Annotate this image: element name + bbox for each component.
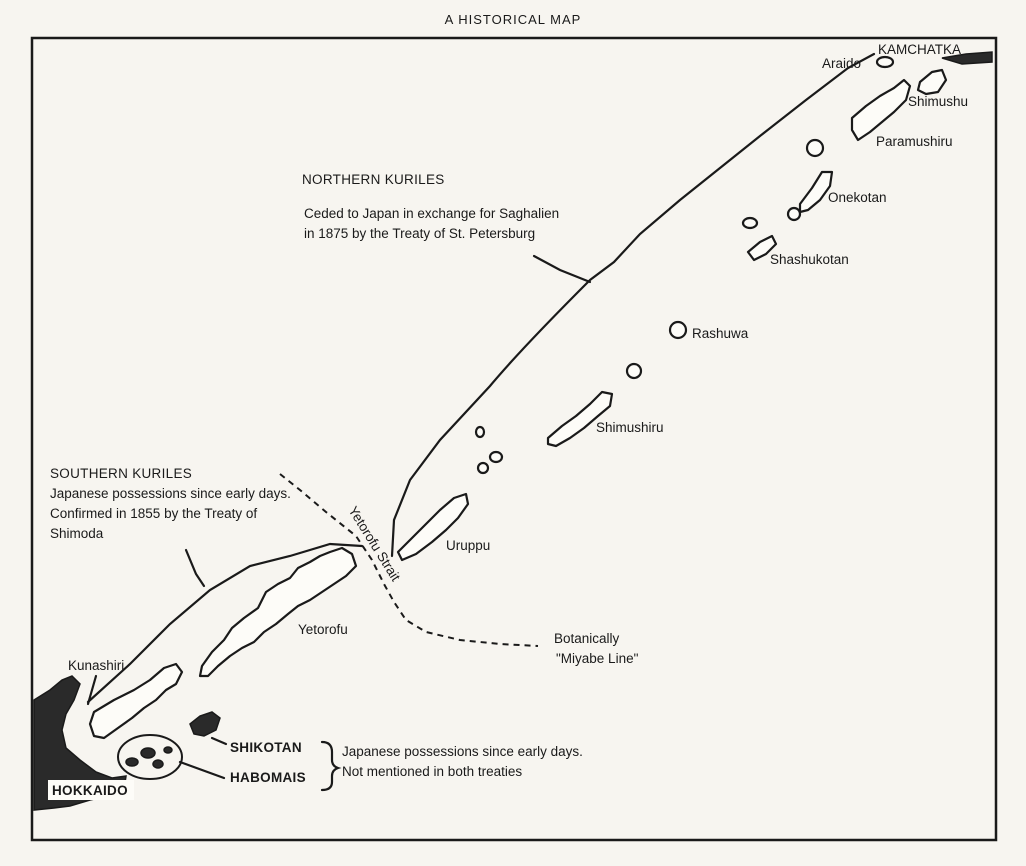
treaty-brace	[320, 740, 342, 792]
shikotan-habomais-note-line1: Japanese possessions since early days.	[342, 744, 583, 759]
kunashiri-pointer	[86, 674, 98, 706]
rashuwa-island	[668, 320, 688, 340]
label-yetorofu: Yetorofu	[298, 622, 348, 637]
shikotan-island	[189, 711, 221, 737]
habomais-islet-3	[152, 759, 164, 769]
southern-note-line1: Japanese possessions since early days.	[50, 486, 291, 501]
label-shimushiru: Shimushiru	[596, 420, 664, 435]
map-title: A HISTORICAL MAP	[444, 12, 582, 27]
islet-1	[474, 425, 486, 439]
islet-4	[625, 362, 643, 380]
map-frame	[30, 36, 998, 842]
hokkaido-landmass	[33, 675, 127, 811]
southern-note-line3: Shimoda	[50, 526, 104, 541]
habomais-islet-4	[163, 746, 173, 754]
southern-boundary-line	[86, 542, 364, 704]
yetorofu-island	[198, 546, 358, 678]
label-miyabe-line2: "Miyabe Line"	[556, 651, 639, 666]
paramushiru-island	[850, 78, 912, 142]
habomais-circle	[117, 734, 183, 780]
northern-bracket-tick	[532, 254, 592, 284]
label-shashukotan: Shashukotan	[770, 252, 849, 267]
islet-2	[488, 450, 504, 464]
islet-6	[786, 206, 802, 222]
southern-note-line2: Confirmed in 1855 by the Treaty of	[50, 506, 257, 521]
label-shimushu: Shimushu	[908, 94, 968, 109]
northern-boundary-line	[390, 52, 876, 558]
islet-3	[476, 461, 490, 475]
hokkaido-label-bg	[48, 780, 134, 800]
habomais-pointer	[178, 760, 226, 780]
label-uruppu: Uruppu	[446, 538, 490, 553]
araido-island	[875, 55, 895, 69]
label-miyabe-line1: Botanically	[554, 631, 620, 646]
label-kamchatka: KAMCHATKA	[878, 42, 961, 57]
southern-bracket-tick	[184, 548, 206, 588]
uruppu-island	[396, 492, 470, 562]
label-paramushiru: Paramushiru	[876, 134, 953, 149]
shashukotan-island	[746, 234, 778, 262]
habomais-islet-2	[140, 747, 156, 759]
label-habomais: HABOMAIS	[230, 770, 306, 785]
habomais-islet-1	[125, 757, 139, 767]
label-rashuwa: Rashuwa	[692, 326, 749, 341]
shikotan-pointer	[210, 736, 228, 746]
shikotan-habomais-note-line2: Not mentioned in both treaties	[342, 764, 522, 779]
label-hokkaido: HOKKAIDO	[52, 783, 128, 798]
northern-kuriles-heading: NORTHERN KURILES	[302, 172, 445, 187]
label-araido: Araido	[822, 56, 861, 71]
northern-note-line1: Ceded to Japan in exchange for Saghalien	[304, 206, 559, 221]
islet-7	[805, 138, 825, 158]
kunashiri-island	[88, 662, 184, 740]
kamchatka-landmass	[941, 51, 993, 65]
southern-kuriles-heading: SOUTHERN KURILES	[50, 466, 192, 481]
onekotan-island	[798, 170, 834, 214]
northern-note-line2: in 1875 by the Treaty of St. Petersburg	[304, 226, 535, 241]
label-kunashiri: Kunashiri	[68, 658, 124, 673]
islet-5	[741, 216, 759, 230]
shimushu-island	[916, 68, 948, 96]
label-shikotan: SHIKOTAN	[230, 740, 302, 755]
label-onekotan: Onekotan	[828, 190, 887, 205]
shimushiru-island	[546, 390, 614, 448]
